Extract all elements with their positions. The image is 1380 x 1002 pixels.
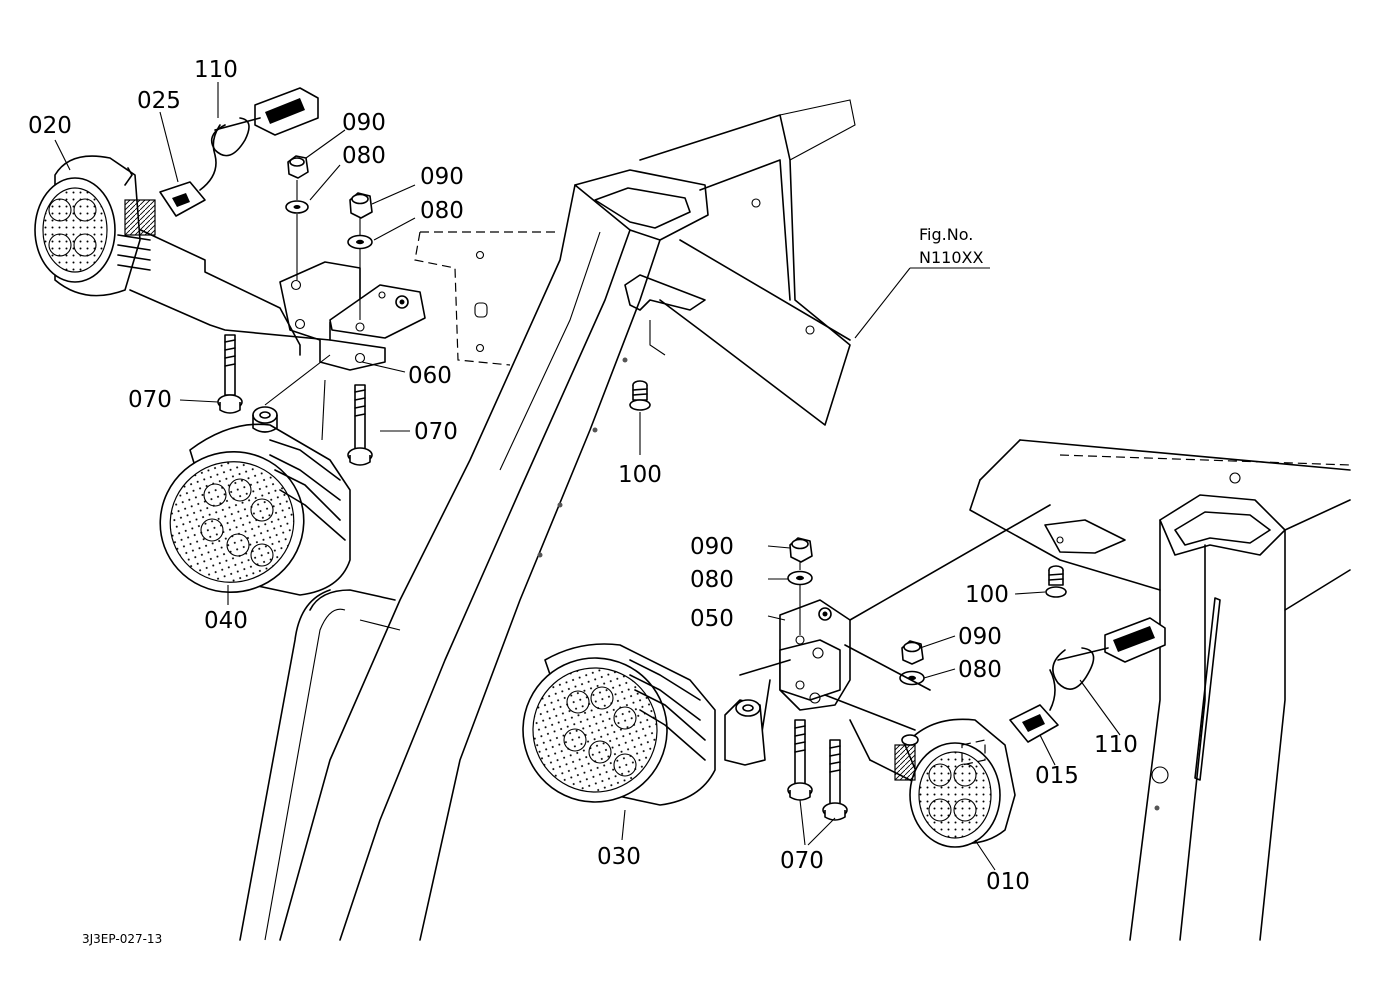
connector-025 — [159, 124, 221, 217]
callout-050: 050 — [690, 606, 734, 632]
callout-015: 015 — [1035, 763, 1079, 789]
callout-110-top: 110 — [194, 57, 238, 83]
connector-110-top — [210, 87, 319, 157]
drawing-code: 3J3EP-027-13 — [82, 932, 162, 946]
callout-080-d: 080 — [958, 657, 1002, 683]
callout-070-b: 070 — [414, 419, 458, 445]
cab-frame — [239, 99, 1351, 941]
fig-ref-line2: N110XX — [919, 248, 983, 267]
lamp-020 — [34, 155, 156, 297]
callout-030: 030 — [597, 844, 641, 870]
lamp-030 — [522, 643, 766, 806]
callout-070-a: 070 — [128, 387, 172, 413]
left-bracket-assembly — [129, 155, 560, 371]
leader-lines — [54, 82, 1121, 871]
callout-025: 025 — [137, 88, 181, 114]
callout-100-a: 100 — [618, 462, 662, 488]
lamp-040 — [159, 354, 351, 596]
callout-080-a: 080 — [342, 143, 386, 169]
callout-010: 010 — [986, 869, 1030, 895]
connector-110-bottom — [1052, 617, 1166, 690]
callout-060: 060 — [408, 363, 452, 389]
bolt-100-middle — [629, 380, 651, 455]
callout-090-a: 090 — [342, 110, 386, 136]
callout-080-c: 080 — [690, 567, 734, 593]
bolt-070-right — [787, 719, 848, 821]
bolt-070-middle — [347, 384, 373, 466]
callout-020: 020 — [28, 113, 72, 139]
bolt-070-left — [217, 334, 243, 414]
callout-090-d: 090 — [958, 624, 1002, 650]
figure-reference: Fig.No. N110XX — [919, 225, 983, 267]
callout-090-c: 090 — [690, 534, 734, 560]
fig-ref-line1: Fig.No. — [919, 225, 973, 244]
callout-040: 040 — [204, 608, 248, 634]
callout-070-c: 070 — [780, 848, 824, 874]
bracket-050 — [739, 504, 1051, 791]
callout-110-bottom: 110 — [1094, 732, 1138, 758]
lamp-010 — [894, 718, 1016, 848]
connector-015 — [1009, 669, 1059, 743]
callout-100-b: 100 — [965, 582, 1009, 608]
callout-labels: 110 025 020 090 080 090 080 060 070 070 … — [28, 57, 1138, 895]
bolt-100-right — [1045, 565, 1067, 598]
callout-080-b: 080 — [420, 198, 464, 224]
callout-090-b: 090 — [420, 164, 464, 190]
